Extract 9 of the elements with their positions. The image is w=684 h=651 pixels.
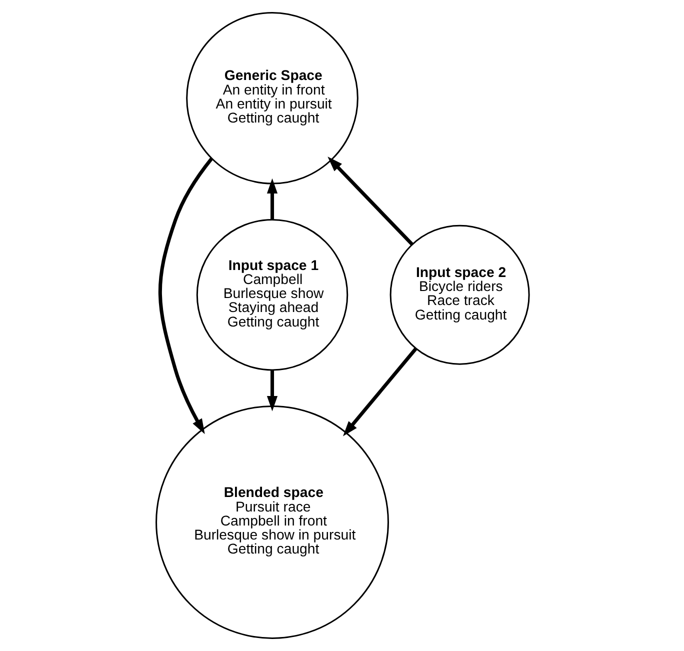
arrow: [342, 348, 417, 436]
arrow: [158, 158, 212, 434]
node-circle: Generic Space An entity in front An entity in pursuit Getting caught: [186, 12, 358, 184]
node-circle: Input space 1 Campbell Burlesque show Staying ahead Getting caught: [196, 218, 348, 371]
arrow: [327, 156, 414, 246]
node-circle: Input space 2 Bicycle riders Race track Getting caught: [389, 224, 530, 365]
arrow: [266, 370, 278, 412]
node-circle: Blended space Pursuit race Campbell in front Burlesque show in pursuit Getting caught: [155, 405, 388, 639]
arrow: [266, 178, 278, 220]
